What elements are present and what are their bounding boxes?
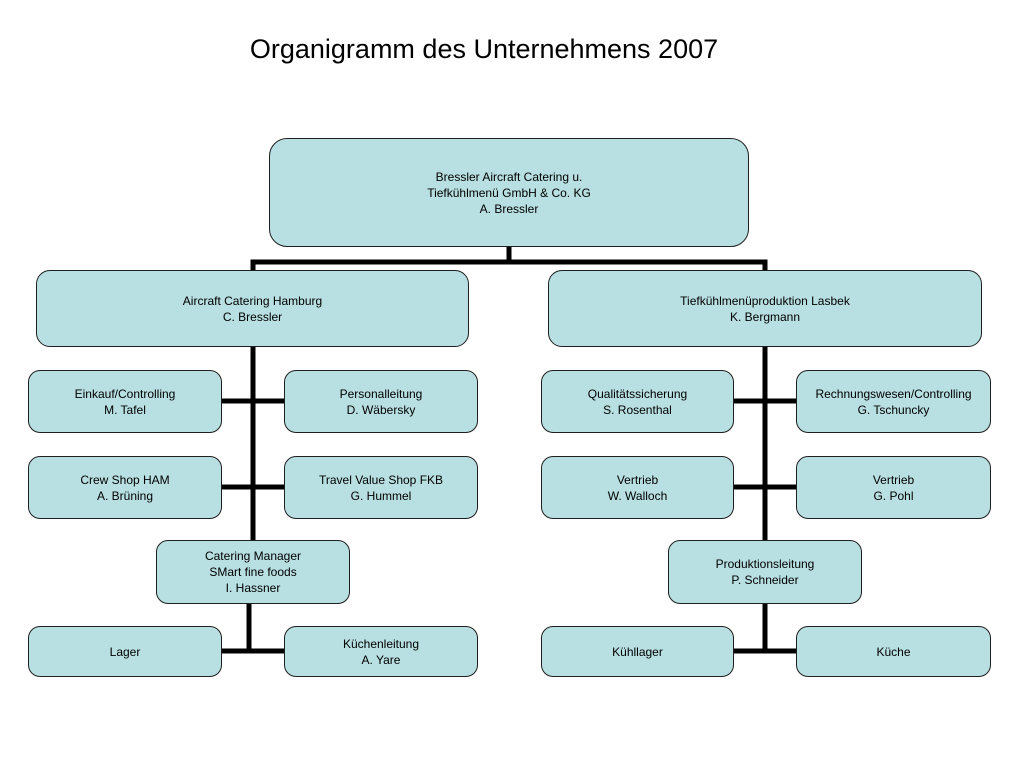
org-box-personalleitung: Personalleitung D. Wäbersky [284, 370, 478, 433]
org-box-rechnungswesen-controlling: Rechnungswesen/Controlling G. Tschuncky [796, 370, 991, 433]
org-box-kuechenleitung: Küchenleitung A. Yare [284, 626, 478, 677]
org-box-catering-manager: Catering Manager SMart fine foods I. Has… [156, 540, 350, 604]
org-box-vertrieb-walloch: Vertrieb W. Walloch [541, 456, 734, 519]
page-title: Organigramm des Unternehmens 2007 [249, 34, 719, 64]
org-box-aircraft-catering-hamburg: Aircraft Catering Hamburg C. Bressler [36, 270, 469, 347]
org-box-kueche: Küche [796, 626, 991, 677]
org-box-vertrieb-pohl: Vertrieb G. Pohl [796, 456, 991, 519]
org-box-einkauf-controlling: Einkauf/Controlling M. Tafel [28, 370, 222, 433]
org-box-root: Bressler Aircraft Catering u. Tiefkühlme… [269, 138, 749, 247]
org-box-kuehllager: Kühllager [541, 626, 734, 677]
org-box-produktionsleitung: Produktionsleitung P. Schneider [668, 540, 862, 604]
org-box-tiefkuehlmenueproduktion-lasbek: Tiefkühlmenüproduktion Lasbek K. Bergman… [548, 270, 982, 347]
org-box-travel-value-shop: Travel Value Shop FKB G. Hummel [284, 456, 478, 519]
org-box-crew-shop-ham: Crew Shop HAM A. Brüning [28, 456, 222, 519]
org-box-qualitaetssicherung: Qualitätssicherung S. Rosenthal [541, 370, 734, 433]
org-box-lager: Lager [28, 626, 222, 677]
